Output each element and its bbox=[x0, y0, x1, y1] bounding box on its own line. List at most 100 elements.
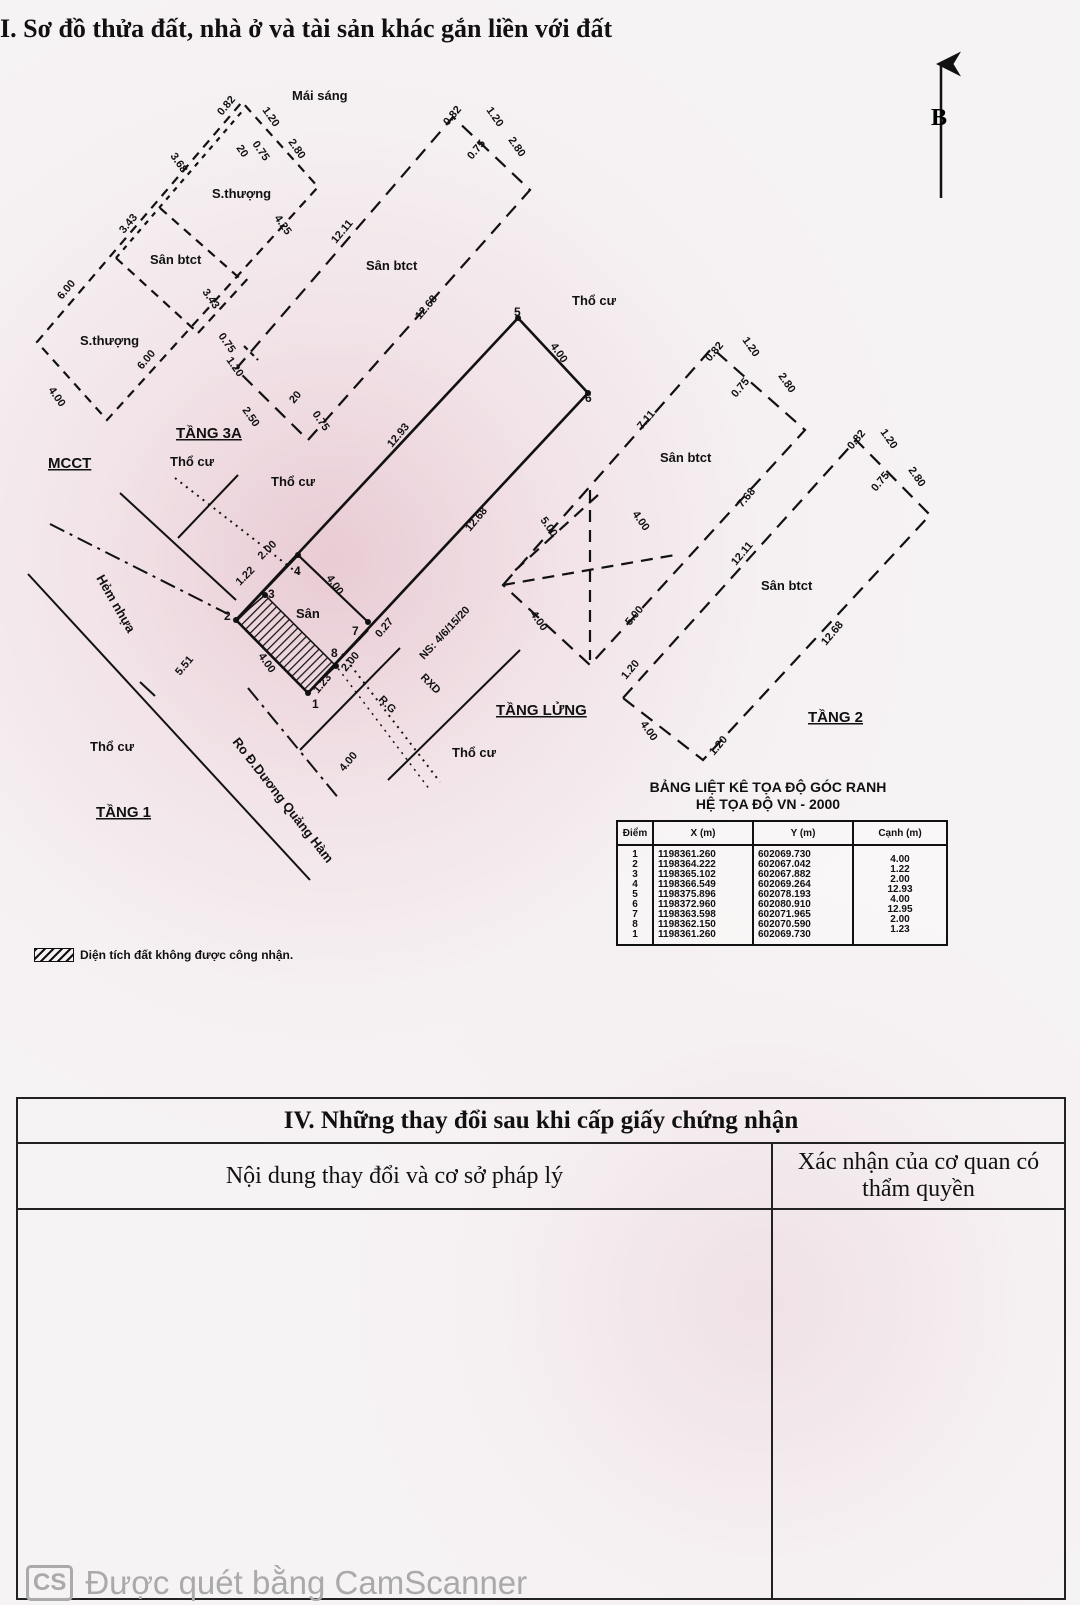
dimension-label: 4.00 bbox=[630, 509, 652, 533]
coord-table-title: BẢNG LIỆT KÊ TỌA ĐỘ GÓC RANH HỆ TỌA ĐỘ V… bbox=[618, 779, 918, 813]
dimension-label: 0.75 bbox=[250, 139, 272, 163]
column-header: X (m) bbox=[652, 820, 754, 846]
dimension-label: 4.00 bbox=[46, 385, 68, 409]
y-cell: 602069.730 bbox=[758, 849, 811, 860]
label-tho-cu: Thổ cư bbox=[90, 739, 135, 754]
label-san-btct-2: Sân btct bbox=[761, 578, 813, 593]
point-label: 4 bbox=[294, 564, 301, 578]
land-plot-diagram: B bbox=[27, 51, 961, 881]
edge-cell: 12.95 bbox=[887, 904, 913, 915]
changes-title: IV. Những thay đổi sau khi cấp giấy chứn… bbox=[18, 1099, 1064, 1144]
point-cell: 1 bbox=[632, 929, 638, 940]
dimension-label: 1.20 bbox=[707, 734, 730, 758]
column-header: Điểm bbox=[616, 820, 654, 846]
point-label: 2 bbox=[224, 609, 231, 623]
edge-cell: 4.00 bbox=[890, 894, 910, 905]
dimension-label: 7.11 bbox=[635, 408, 658, 432]
dimension-label: 5.00 bbox=[538, 515, 560, 539]
dimension-label: 1.22 bbox=[234, 564, 258, 588]
dimension-label: 20 bbox=[234, 143, 251, 160]
y-cell: 602069.730 bbox=[758, 929, 811, 940]
label-san-btct-main: Sân btct bbox=[366, 258, 418, 273]
label-rg: R.G bbox=[376, 694, 398, 716]
edge-cell: 2.00 bbox=[890, 874, 910, 885]
point-label: 7 bbox=[352, 624, 359, 638]
point-cell: 5 bbox=[632, 889, 638, 900]
point-label: 1 bbox=[312, 697, 319, 711]
label-san-btct-lung: Sân btct bbox=[660, 450, 712, 465]
x-cell: 1198366.549 bbox=[658, 879, 716, 890]
label-san-btct-left: Sân btct bbox=[150, 252, 202, 267]
dimension-label: 2.80 bbox=[506, 135, 528, 159]
tang3-outline bbox=[234, 115, 532, 442]
dimension-label: 1.20 bbox=[740, 335, 762, 359]
label-hem-nhua: Hẻm nhựa bbox=[93, 572, 139, 636]
dimension-label: 3.43 bbox=[117, 212, 140, 236]
dimension-label: 4.00 bbox=[324, 573, 346, 597]
dimension-label: 7.68 bbox=[735, 486, 758, 510]
dimension-label: 2.80 bbox=[776, 371, 798, 395]
section-title: I. Sơ đồ thửa đất, nhà ở và tài sản khác… bbox=[0, 14, 613, 43]
tang2-outline bbox=[621, 438, 932, 762]
dimension-label: 3.43 bbox=[200, 287, 222, 311]
point-cell: 3 bbox=[632, 869, 638, 880]
camscanner-watermark: CS Được quét bằng CamScanner bbox=[26, 1564, 527, 1602]
coord-table-subheading: HỆ TỌA ĐỘ VN - 2000 bbox=[695, 796, 841, 812]
edge-cell: 1.23 bbox=[890, 924, 910, 935]
corner-points bbox=[233, 315, 591, 696]
dimension-label: 2.80 bbox=[906, 465, 928, 489]
point-label: 8 bbox=[331, 646, 338, 660]
label-s-thuong-top: S.thượng bbox=[212, 186, 271, 201]
legend: Diện tích đất không được công nhận. bbox=[34, 948, 293, 962]
dimension-label: 20 bbox=[287, 389, 304, 406]
label-tho-cu: Thổ cư bbox=[452, 745, 497, 760]
label-ro-duong: Ro Đ.Dương Quảng Hàm bbox=[230, 735, 337, 866]
y-cell: 602078.193 bbox=[758, 889, 811, 900]
dimension-label: 6.00 bbox=[55, 278, 78, 302]
north-label: B bbox=[931, 105, 947, 131]
dimension-label: 4.00 bbox=[638, 719, 660, 743]
label-tho-cu: Thổ cư bbox=[271, 474, 316, 489]
hatch-swatch-icon bbox=[34, 948, 74, 962]
edge-cell: 1.22 bbox=[890, 864, 910, 875]
y-cell: 602080.910 bbox=[758, 899, 811, 910]
dimension-label: 0.75 bbox=[465, 138, 488, 162]
dimension-label: 12.68 bbox=[819, 619, 846, 648]
x-cell: 1198361.260 bbox=[658, 929, 716, 940]
dimension-label: 2.80 bbox=[286, 137, 308, 161]
x-cell: 1198362.150 bbox=[658, 919, 716, 930]
changes-section: IV. Những thay đổi sau khi cấp giấy chứn… bbox=[16, 1097, 1066, 1600]
column-header: Y (m) bbox=[752, 820, 854, 846]
dimension-label: 2.50 bbox=[240, 405, 262, 429]
table-header-row: Điểm X (m) Y (m) Cạnh (m) bbox=[616, 820, 948, 846]
y-cell: 602070.590 bbox=[758, 919, 811, 930]
point-cell: 4 bbox=[632, 879, 638, 890]
point-cell: 7 bbox=[632, 909, 638, 920]
label-mai-sang: Mái sáng bbox=[292, 88, 348, 103]
x-cell: 1198375.896 bbox=[658, 889, 716, 900]
edge-cell: 12.93 bbox=[887, 884, 913, 895]
changes-col2-header: Xác nhận của cơ quan có thẩm quyền bbox=[773, 1144, 1064, 1210]
label-tho-cu: Thổ cư bbox=[170, 454, 215, 469]
y-cell: 602067.042 bbox=[758, 859, 811, 870]
y-column: 602069.730 602067.042 602067.882 602069.… bbox=[752, 844, 854, 946]
dimension-label: 0.82 bbox=[215, 94, 238, 118]
edge-column: 4.00 1.22 2.00 12.93 4.00 12.95 2.00 1.2… bbox=[852, 844, 948, 946]
legend-text: Diện tích đất không được công nhận. bbox=[80, 948, 294, 962]
plan-lines bbox=[27, 100, 932, 881]
dimension-label: 0.82 bbox=[441, 104, 464, 128]
tang3a-outline bbox=[35, 100, 320, 422]
dimension-label: 5.51 bbox=[173, 654, 196, 678]
x-cell: 1198364.222 bbox=[658, 859, 716, 870]
dimension-label: 4.00 bbox=[528, 609, 550, 633]
dimension-label: 0.82 bbox=[845, 428, 868, 452]
label-ns: NS: 4/6/15/20 bbox=[417, 604, 472, 662]
point-cell: 8 bbox=[632, 919, 638, 930]
x-cell: 1198361.260 bbox=[658, 849, 716, 860]
changes-content-column: Nội dung thay đổi và cơ sở pháp lý bbox=[18, 1144, 773, 1598]
tang-lung-outline bbox=[501, 346, 807, 667]
coord-table: Điểm X (m) Y (m) Cạnh (m) 1 2 3 4 5 6 7 … bbox=[616, 820, 948, 946]
label-s-thuong-bottom: S.thượng bbox=[80, 333, 139, 348]
x-column: 1198361.260 1198364.222 1198365.102 1198… bbox=[652, 844, 754, 946]
